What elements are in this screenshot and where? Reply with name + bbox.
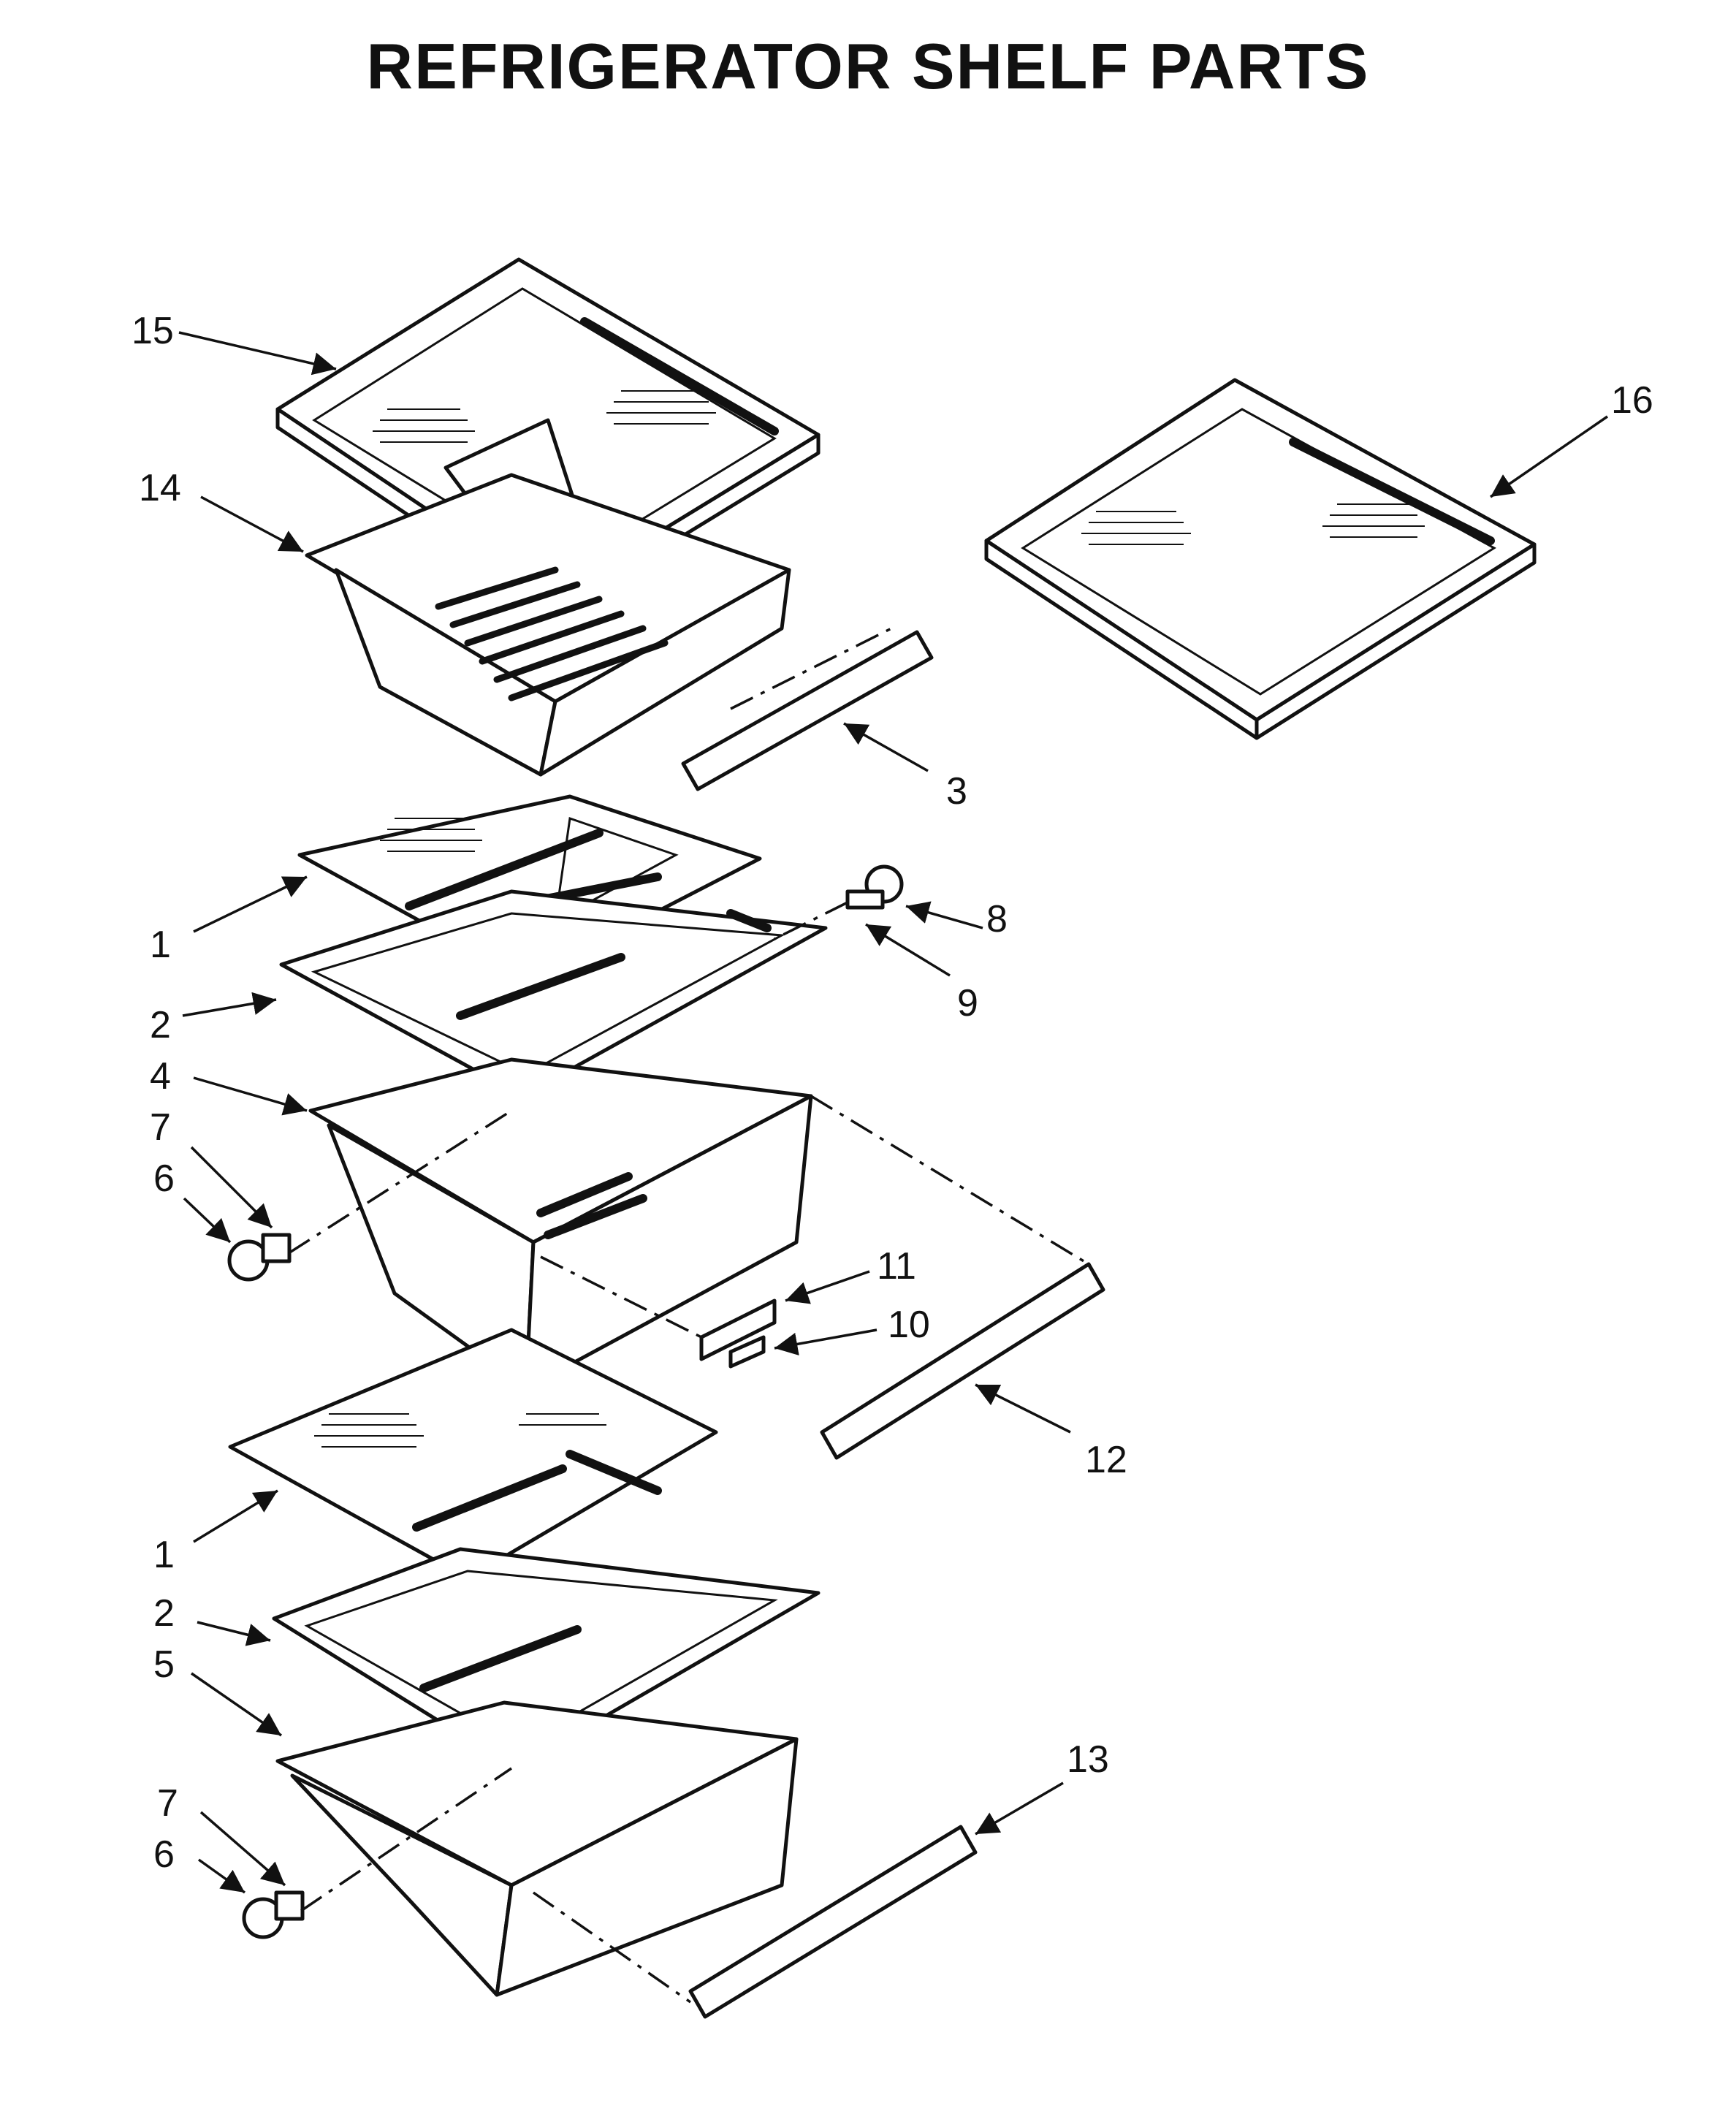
part-3-trim <box>681 630 934 791</box>
page-title: REFRIGERATOR SHELF PARTS <box>366 30 1370 102</box>
part-8-9-knob <box>845 864 904 910</box>
callout-3: 3 <box>946 770 967 813</box>
callout-8: 8 <box>986 898 1008 940</box>
callout-9: 9 <box>957 982 978 1024</box>
callout-11: 11 <box>877 1245 916 1288</box>
callouts: 15 16 14 3 1 8 9 2 4 7 6 11 10 12 1 2 5 … <box>132 310 1653 1876</box>
part-6-7-wheel-upper <box>227 1233 292 1282</box>
alignment-lines <box>288 627 1089 2004</box>
callout-16: 16 <box>1611 379 1653 422</box>
part-2-frame-upper <box>279 889 828 1098</box>
callout-2-lower: 2 <box>153 1592 175 1635</box>
callout-7-upper: 7 <box>150 1106 171 1149</box>
part-12-trim <box>820 1262 1105 1460</box>
callout-4: 4 <box>150 1055 171 1098</box>
callout-13: 13 <box>1067 1738 1109 1781</box>
callout-2-upper: 2 <box>150 1004 171 1046</box>
callout-10: 10 <box>888 1304 930 1346</box>
part-5-drawer <box>275 1700 799 1997</box>
callout-15: 15 <box>132 310 174 352</box>
callout-1-upper: 1 <box>150 924 171 966</box>
callout-6-upper: 6 <box>153 1157 175 1200</box>
callout-1-lower: 1 <box>153 1534 175 1576</box>
part-6-7-wheel-lower <box>242 1890 305 1939</box>
part-2-frame-lower <box>272 1547 821 1771</box>
callout-14: 14 <box>139 467 181 509</box>
part-16-glass-shelf <box>984 378 1537 740</box>
callout-6-lower: 6 <box>153 1833 175 1876</box>
leader-arrows <box>178 331 1608 1894</box>
part-10-11-clips <box>699 1298 777 1369</box>
part-14-drawer <box>305 473 791 777</box>
callout-7-lower: 7 <box>157 1782 178 1825</box>
callout-5: 5 <box>153 1643 175 1686</box>
callout-12: 12 <box>1085 1439 1127 1481</box>
part-13-trim <box>688 1825 978 2019</box>
part-1-glass-cover-lower <box>228 1328 718 1581</box>
